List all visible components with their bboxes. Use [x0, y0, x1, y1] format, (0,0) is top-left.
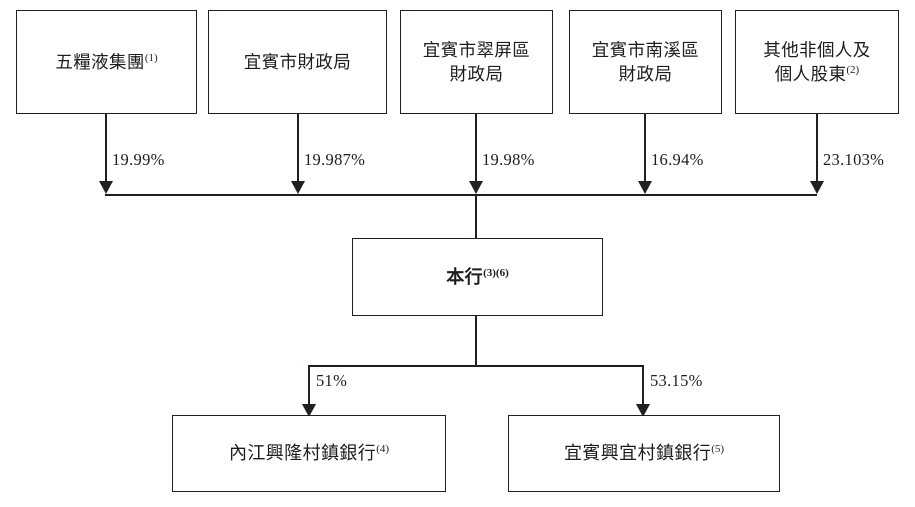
subsidiary-box-yibin-xingyi-bank[interactable]: 宜賓興宜村鎮銀行(5): [508, 415, 780, 492]
arrow-head-neijiang-xinglong-bank: [301, 404, 316, 417]
subsidiary-label-yibin-xingyi-bank: 宜賓興宜村鎮銀行(5): [563, 443, 725, 464]
arrow-head-nanxi-finance-bureau: [637, 181, 652, 194]
arrow-head-yibin-xingyi-bank: [635, 404, 650, 417]
shareholder-label-cuiping-finance-bureau: 宜賓市翠屏區 財政局: [422, 39, 531, 84]
arrow-head-cuiping-finance-bureau: [468, 181, 483, 194]
shareholder-box-cuiping-finance-bureau[interactable]: 宜賓市翠屏區 財政局: [400, 10, 553, 114]
shareholder-label-wuliangye-group: 五糧液集團(1): [55, 51, 158, 72]
shareholder-box-other-shareholders[interactable]: 其他非個人及 個人股東(2): [735, 10, 899, 114]
connector-bus-to-bank: [475, 194, 477, 239]
connector-line-wuliangye-group: [105, 114, 107, 183]
ownership-label-wuliangye-group: 19.99%: [112, 150, 165, 169]
ownership-label-nanxi-finance-bureau: 16.94%: [651, 150, 704, 169]
ownership-label-yibin-xingyi-bank: 53.15%: [650, 371, 703, 390]
subsidiary-split-bar: [308, 365, 644, 367]
shareholder-box-nanxi-finance-bureau[interactable]: 宜賓市南溪區 財政局: [569, 10, 722, 114]
connector-line-yibin-xingyi-bank: [642, 365, 644, 408]
arrow-head-other-shareholders: [809, 181, 824, 194]
shareholder-box-yibin-finance-bureau[interactable]: 宜賓市財政局: [208, 10, 387, 114]
company-label-the-bank: 本行(3)(6): [446, 266, 509, 287]
shareholder-label-yibin-finance-bureau: 宜賓市財政局: [243, 51, 352, 72]
shareholder-box-wuliangye-group[interactable]: 五糧液集團(1): [16, 10, 197, 114]
connector-line-other-shareholders: [816, 114, 818, 183]
shareholder-label-nanxi-finance-bureau: 宜賓市南溪區 財政局: [591, 39, 700, 84]
subsidiary-label-neijiang-xinglong-bank: 內江興隆村鎮銀行(4): [228, 443, 390, 464]
ownership-label-other-shareholders: 23.103%: [823, 150, 885, 169]
shareholder-label-other-shareholders: 其他非個人及 個人股東(2): [763, 39, 871, 84]
arrow-head-yibin-finance-bureau: [290, 181, 305, 194]
ownership-label-cuiping-finance-bureau: 19.98%: [482, 150, 535, 169]
shareholder-bus-line: [105, 194, 817, 196]
connector-line-nanxi-finance-bureau: [644, 114, 646, 183]
arrow-head-wuliangye-group: [98, 181, 113, 194]
company-box-the-bank[interactable]: 本行(3)(6): [352, 238, 603, 316]
connector-line-yibin-finance-bureau: [297, 114, 299, 183]
connector-line-cuiping-finance-bureau: [475, 114, 477, 183]
connector-line-neijiang-xinglong-bank: [308, 365, 310, 408]
subsidiary-box-neijiang-xinglong-bank[interactable]: 內江興隆村鎮銀行(4): [172, 415, 446, 492]
connector-bank-to-split: [475, 316, 477, 366]
ownership-label-neijiang-xinglong-bank: 51%: [316, 371, 348, 390]
ownership-label-yibin-finance-bureau: 19.987%: [304, 150, 366, 169]
